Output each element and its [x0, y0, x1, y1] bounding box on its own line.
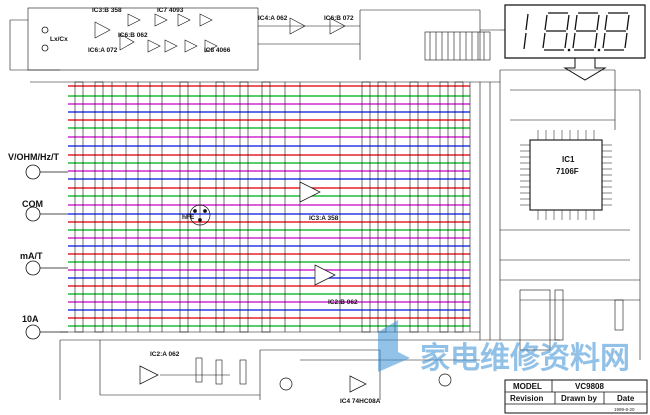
label-ic2a: IC2:A 062: [150, 351, 180, 358]
label-ic6b-062: IC6:B 062: [118, 32, 148, 39]
terminal-10a: [25, 324, 41, 340]
title-block: MODEL VC9808 Revision Drawn by Date 1999…: [504, 379, 648, 414]
watermark-text: 家电维修资料网: [420, 341, 630, 376]
terminal-lxcx-1: [41, 26, 49, 34]
ic1-label: IC1: [562, 155, 575, 164]
title-model-label: MODEL: [513, 382, 542, 391]
label-ic4: IC4 74HC08A: [340, 398, 381, 405]
label-lx-cx: Lx/Cx: [50, 36, 68, 43]
opamps-middle: [139, 181, 452, 393]
label-10a: 10A: [22, 314, 39, 324]
lcd-display: [504, 4, 646, 81]
bottom-circuits: [59, 340, 480, 400]
resistor-network-top: [424, 31, 491, 61]
label-ic8: IC8 4066: [204, 47, 231, 54]
label-ic6a: IC6:A 072: [88, 47, 118, 54]
lcd-digit-4: [602, 12, 630, 51]
label-v-ohm: V/OHM/Hz/T: [8, 152, 60, 162]
title-drawn-by-label: Drawn by: [561, 394, 598, 403]
ic1-chip: IC1 7106F: [520, 130, 612, 220]
hfe-socket: [189, 204, 211, 226]
label-ic3b: IC3:B 358: [92, 7, 122, 14]
label-ic4a: IC4:A 062: [258, 15, 288, 22]
title-model-value: VC9808: [575, 382, 604, 391]
label-ic6b: IC6:B 072: [324, 15, 354, 22]
right-wiring: [500, 69, 641, 360]
label-ic7: IC7 4093: [157, 7, 184, 14]
label-hfe: hFE: [182, 214, 195, 221]
input-terminals: [25, 26, 68, 340]
terminal-v-ohm: [25, 164, 41, 180]
colored-traces: [68, 85, 470, 327]
terminal-ma: [25, 260, 41, 276]
label-com: COM: [22, 199, 43, 209]
switch-bus: [30, 70, 501, 341]
title-revision-label: Revision: [510, 394, 543, 403]
terminal-lxcx-2: [41, 44, 49, 52]
lcd-digit-3: [572, 12, 601, 52]
terminal-com: [25, 206, 41, 222]
watermark: 家电维修资料网 5: [378, 320, 630, 390]
label-ic2b: IC2:B 062: [328, 299, 358, 306]
ic1-part-label: 7106F: [556, 167, 579, 176]
lcd-digit-1: [523, 13, 529, 50]
label-ma: mA/T: [20, 251, 43, 261]
lcd-digit-2: [542, 12, 571, 52]
title-date-value: 1999-8-20: [614, 407, 635, 412]
title-date-label: Date: [617, 394, 635, 403]
input-stage-top: [9, 7, 505, 71]
label-ic3a: IC3:A 358: [309, 215, 339, 222]
